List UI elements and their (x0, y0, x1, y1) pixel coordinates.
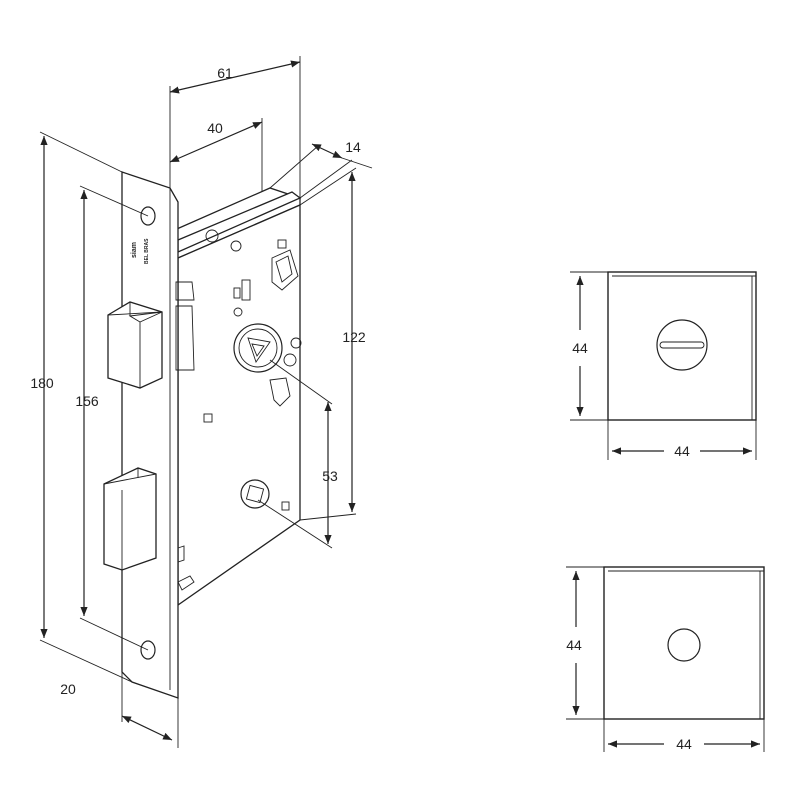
thumbturn-icon (656, 319, 708, 371)
turn-spindle-icon (240, 479, 270, 509)
dim-14-label: 14 (345, 139, 361, 155)
brand-subtext: BEL BRAS (144, 238, 150, 264)
spindle-follower-icon (233, 323, 283, 373)
case-hole-icon (205, 229, 219, 243)
rosette-top-height-label: 44 (572, 340, 588, 356)
switch-icon (241, 279, 251, 301)
dimension-40: 40 (169, 118, 263, 192)
dim-122-label: 122 (342, 329, 366, 345)
dim-61-label: 61 (217, 65, 233, 81)
screw-hole-bottom-icon (140, 640, 156, 660)
latch-tab-icon (277, 239, 287, 249)
rosette-bottom-width-label: 44 (676, 736, 692, 752)
dim-53-label: 53 (322, 468, 338, 484)
dimension-53: 53 (257, 359, 338, 549)
dim-180-label: 180 (30, 375, 54, 391)
latch-bolt (107, 281, 195, 389)
dim-20-label: 20 (60, 681, 76, 697)
dim-40-label: 40 (207, 120, 223, 136)
dimension-156: 156 (75, 185, 149, 651)
dimension-20: 20 (60, 672, 179, 748)
rosette-thumbturn: 44 44 (570, 271, 757, 460)
dimension-61: 61 (169, 56, 301, 198)
dimension-122: 122 (299, 167, 366, 521)
rosette-release: 44 44 (566, 566, 765, 752)
rosette-top-width-label: 44 (674, 443, 690, 459)
lock-case (169, 187, 302, 607)
case-hole-icon (230, 240, 242, 252)
dead-bolt (103, 467, 157, 571)
rosette-bottom-height-label: 44 (566, 637, 582, 653)
dimension-180: 180 (30, 131, 133, 683)
dim-156-label: 156 (75, 393, 99, 409)
dimension-14: 14 (269, 139, 373, 199)
brand-text: siam (131, 242, 138, 258)
screw-hole-top-icon (140, 206, 156, 226)
release-hole-icon (667, 628, 701, 662)
faceplate: siam BEL BRAS (121, 171, 179, 699)
